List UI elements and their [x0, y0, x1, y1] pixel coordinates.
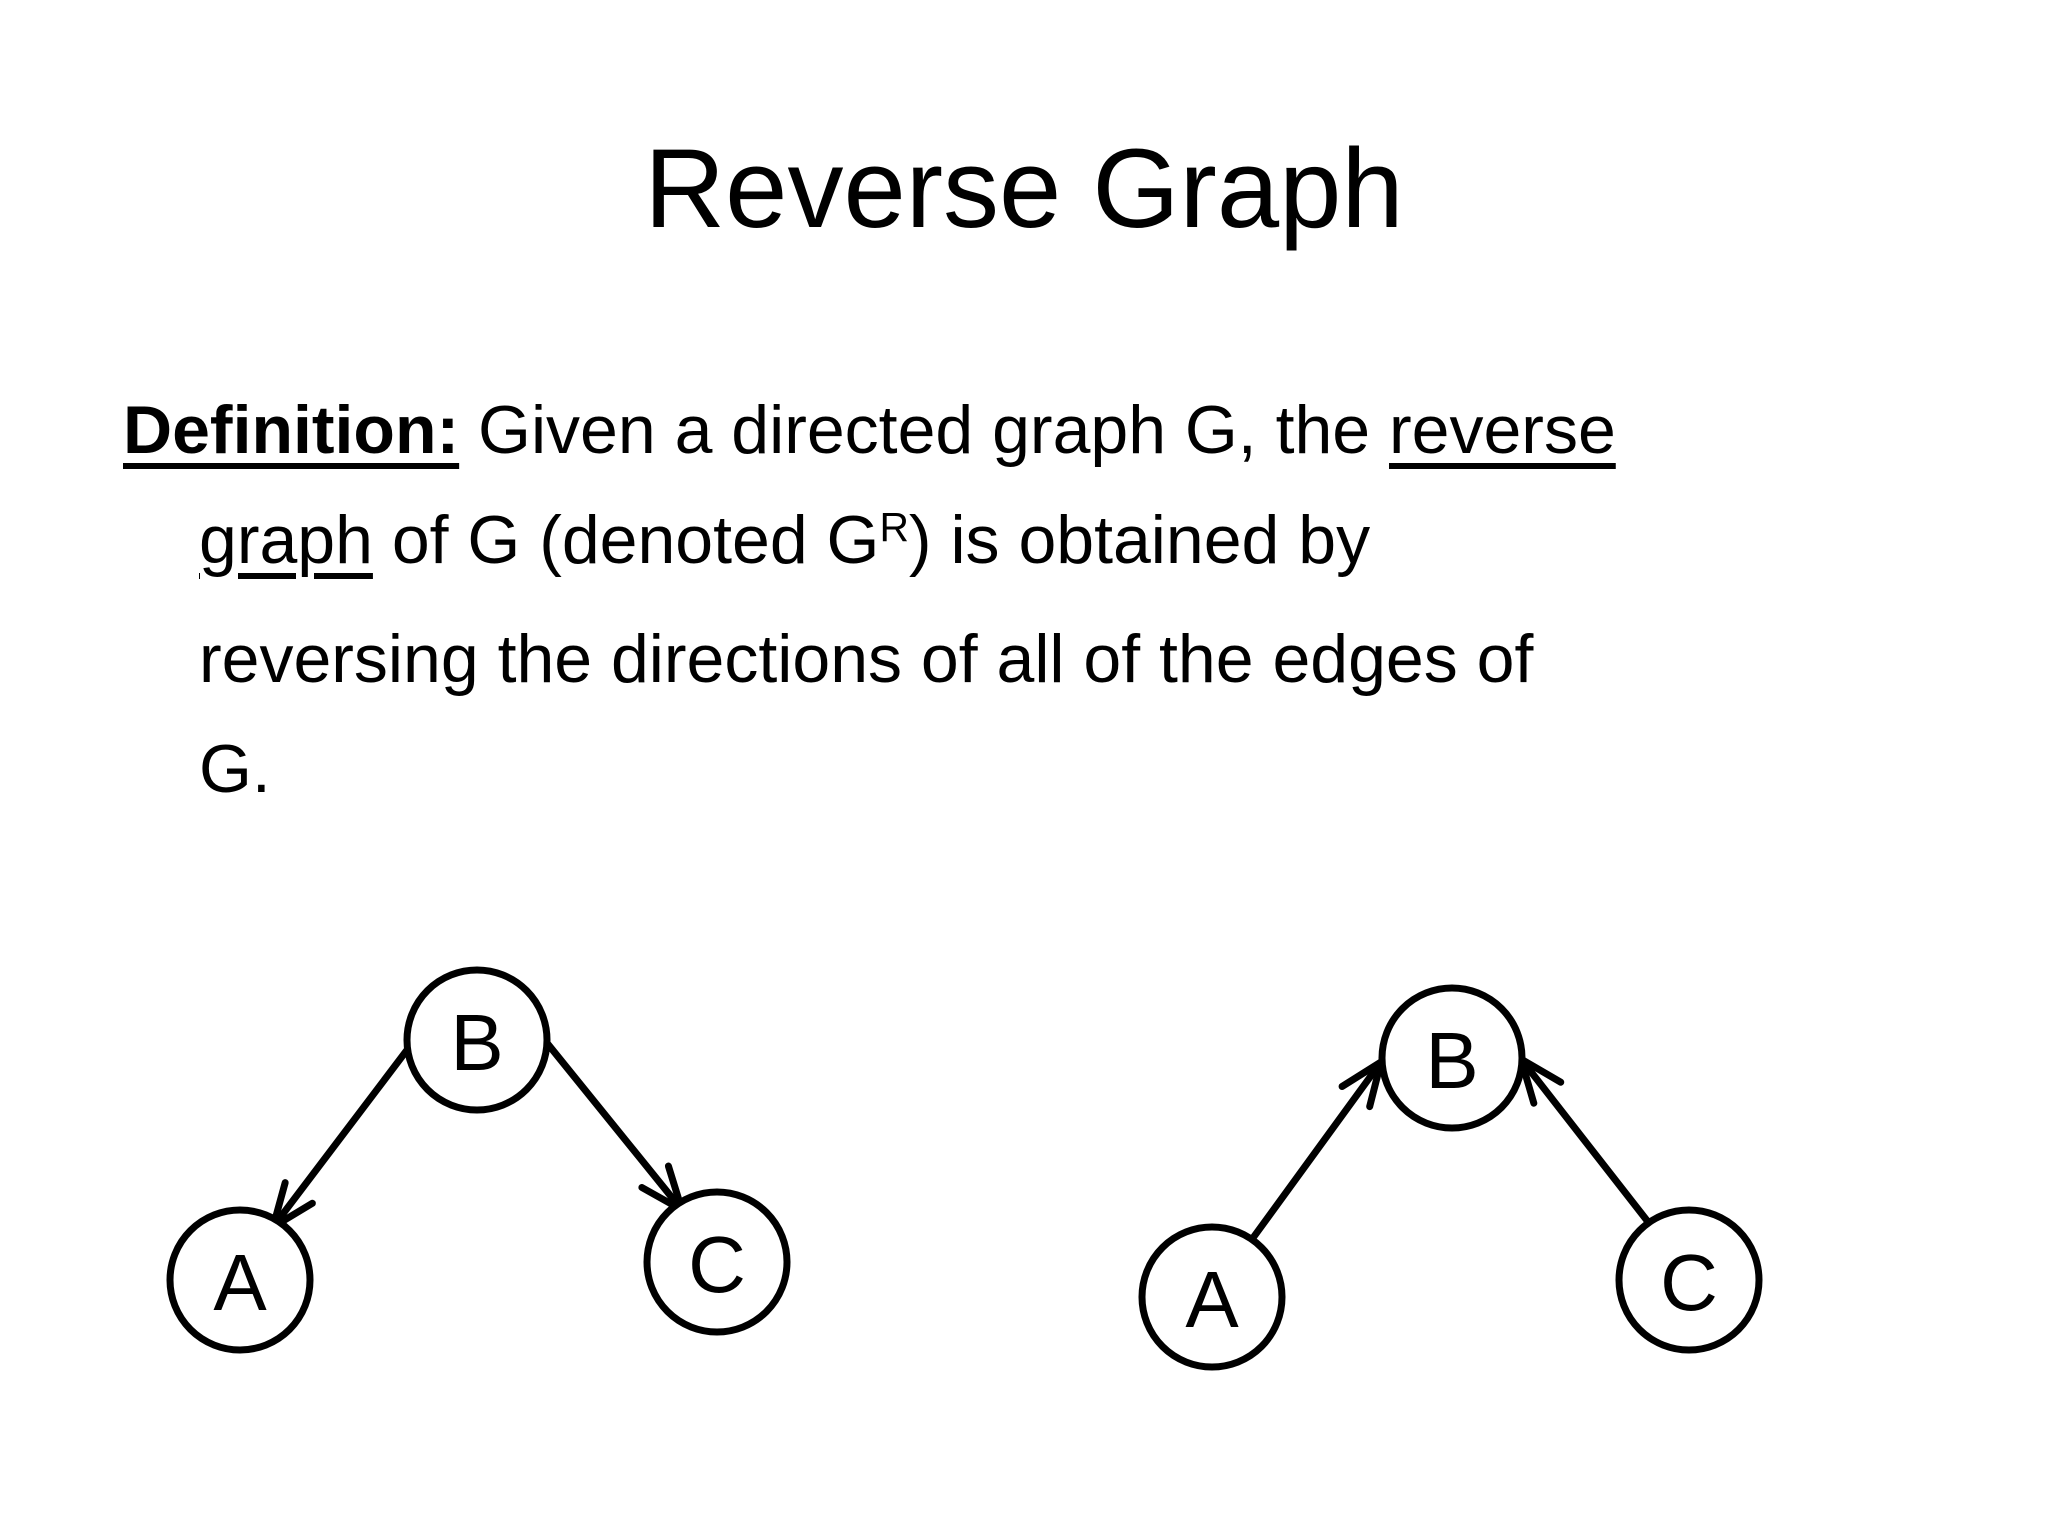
- definition-segment: graph: [199, 502, 373, 578]
- definition-line: reversing the directions of all of the e…: [123, 604, 1983, 714]
- definition-paragraph: Definition: Given a directed graph G, th…: [123, 375, 1983, 824]
- graph-G: B A C: [166, 966, 791, 1354]
- slide-title: Reverse Graph: [644, 126, 1404, 251]
- GR-node-C: [1615, 1206, 1763, 1354]
- definition-line: G.: [123, 714, 1983, 824]
- edge-arrowhead: [1338, 1058, 1385, 1090]
- definition-segment: reversing the directions of all of the e…: [199, 621, 1534, 697]
- definition-segment: G.: [199, 731, 271, 807]
- definition-segment: Definition:: [123, 392, 460, 468]
- definition-segment: reverse: [1389, 392, 1616, 468]
- GR-node-B: [1378, 984, 1526, 1132]
- G-edge-B-C: [543, 1039, 686, 1214]
- definition-segment: ) is obtained by: [908, 502, 1371, 578]
- definition-line: Definition: Given a directed graph G, th…: [123, 375, 1983, 485]
- edge-shaft: [1517, 1055, 1656, 1231]
- G-node-label-A: A: [213, 1238, 267, 1327]
- definition-segment: of G (denoted G: [372, 502, 880, 578]
- G-node-label-C: C: [688, 1220, 746, 1309]
- G-node-C: [643, 1188, 791, 1336]
- GR-edge-C-B: [1517, 1055, 1656, 1231]
- GR-node-label-A: A: [1185, 1255, 1239, 1344]
- G-edge-B-A: [269, 1042, 414, 1231]
- G-node-A: [166, 1206, 314, 1354]
- edge-shaft: [543, 1039, 686, 1214]
- edge-arrowhead: [1517, 1055, 1565, 1086]
- GR-edge-A-B: [1246, 1058, 1385, 1246]
- graph-GR: B A C: [1138, 984, 1763, 1371]
- definition-segment: Given a directed graph G, the: [459, 392, 1390, 468]
- edge-shaft: [269, 1042, 414, 1231]
- GR-node-label-B: B: [1425, 1016, 1478, 1105]
- edge-shaft: [1246, 1058, 1385, 1246]
- GR-node-label-C: C: [1660, 1238, 1718, 1327]
- G-node-label-B: B: [450, 998, 503, 1087]
- GR-node-A: [1138, 1223, 1286, 1371]
- edge-arrowhead: [1366, 1058, 1385, 1111]
- definition-line: graph of G (denoted GR) is obtained by: [123, 485, 1983, 604]
- definition-superscript: R: [879, 503, 909, 550]
- G-node-B: [403, 966, 551, 1114]
